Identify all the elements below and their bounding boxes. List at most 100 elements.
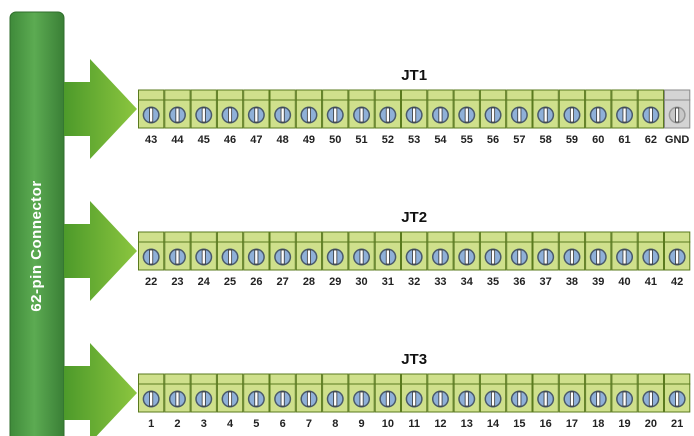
pin-label: 17 (566, 418, 578, 430)
pin-label: 25 (224, 276, 236, 288)
pin-label: 61 (618, 134, 630, 146)
pin-label: 29 (329, 276, 341, 288)
terminal (164, 373, 191, 413)
terminal (558, 231, 586, 271)
pin-label: GND (665, 134, 690, 146)
terminal (269, 373, 296, 413)
pin-label: 31 (382, 276, 394, 288)
terminal (322, 373, 349, 413)
terminal (558, 373, 586, 413)
terminal (506, 373, 533, 413)
pin-label: 50 (329, 134, 341, 146)
pin-label: 54 (434, 134, 447, 146)
terminal (374, 231, 402, 271)
pin-label: 59 (566, 134, 578, 146)
pin-label: 24 (198, 276, 211, 288)
pin-label: 40 (618, 276, 630, 288)
arrows (64, 59, 137, 436)
terminal (295, 373, 323, 413)
terminal (348, 231, 375, 271)
pin-label: 19 (618, 418, 630, 430)
pin-label: 23 (171, 276, 183, 288)
pin-label: 35 (487, 276, 499, 288)
terminal (611, 89, 638, 129)
pin-label: 62 (645, 134, 657, 146)
terminal (479, 89, 507, 129)
pin-label: 7 (306, 418, 312, 430)
pin-label: 1 (148, 418, 154, 430)
pin-label: 53 (408, 134, 420, 146)
terminal (374, 373, 402, 413)
terminal (532, 373, 559, 413)
pin-label: 20 (645, 418, 657, 430)
terminal (427, 231, 454, 271)
terminal (138, 231, 165, 271)
terminal (664, 231, 691, 271)
terminal (401, 89, 428, 129)
pin-label: 28 (303, 276, 315, 288)
terminal (295, 231, 323, 271)
pin-label: 10 (382, 418, 394, 430)
terminal (611, 373, 638, 413)
pin-label: 60 (592, 134, 604, 146)
pin-label: 49 (303, 134, 315, 146)
pin-label: 39 (592, 276, 604, 288)
terminal (585, 373, 612, 413)
connector-label: 62-pin Connector (28, 180, 45, 311)
terminal (138, 373, 165, 413)
pin-label: 30 (355, 276, 367, 288)
pin-label: 57 (513, 134, 525, 146)
pin-label: 56 (487, 134, 499, 146)
pin-label: 44 (171, 134, 184, 146)
terminal (611, 231, 638, 271)
pin-label: 16 (540, 418, 552, 430)
pin-label: 6 (280, 418, 286, 430)
terminal (585, 89, 612, 129)
terminal (427, 89, 454, 129)
terminal (295, 89, 323, 129)
terminal (637, 231, 665, 271)
pin-label: 21 (671, 418, 683, 430)
terminal (243, 373, 270, 413)
terminal (138, 89, 165, 129)
terminal (453, 89, 480, 129)
terminal (243, 89, 270, 129)
pin-label: 34 (461, 276, 474, 288)
pin-label: 8 (332, 418, 338, 430)
terminal (190, 231, 217, 271)
pin-label: 41 (645, 276, 657, 288)
pin-label: 38 (566, 276, 578, 288)
arrow (64, 343, 137, 436)
terminal (216, 89, 244, 129)
pin-label: 47 (250, 134, 262, 146)
block-title: JT1 (401, 67, 427, 84)
pin-label: 45 (198, 134, 210, 146)
terminal (532, 231, 559, 271)
pin-label: 18 (592, 418, 604, 430)
pin-label: 22 (145, 276, 157, 288)
block-title: JT3 (401, 351, 427, 368)
terminal (243, 231, 270, 271)
terminal (190, 373, 217, 413)
pin-label: 2 (174, 418, 180, 430)
pin-label: 43 (145, 134, 157, 146)
arrow (64, 201, 137, 301)
terminal (479, 231, 507, 271)
pin-label: 58 (540, 134, 552, 146)
terminal (585, 231, 612, 271)
terminal (216, 373, 244, 413)
terminal (190, 89, 217, 129)
pin-label: 52 (382, 134, 394, 146)
pin-label: 33 (434, 276, 446, 288)
pin-label: 26 (250, 276, 262, 288)
terminal (637, 373, 665, 413)
pin-label: 4 (227, 418, 234, 430)
terminal (453, 231, 480, 271)
terminal (453, 373, 480, 413)
terminal (664, 373, 691, 413)
terminal (506, 231, 533, 271)
terminal (558, 89, 586, 129)
pin-label: 55 (461, 134, 473, 146)
